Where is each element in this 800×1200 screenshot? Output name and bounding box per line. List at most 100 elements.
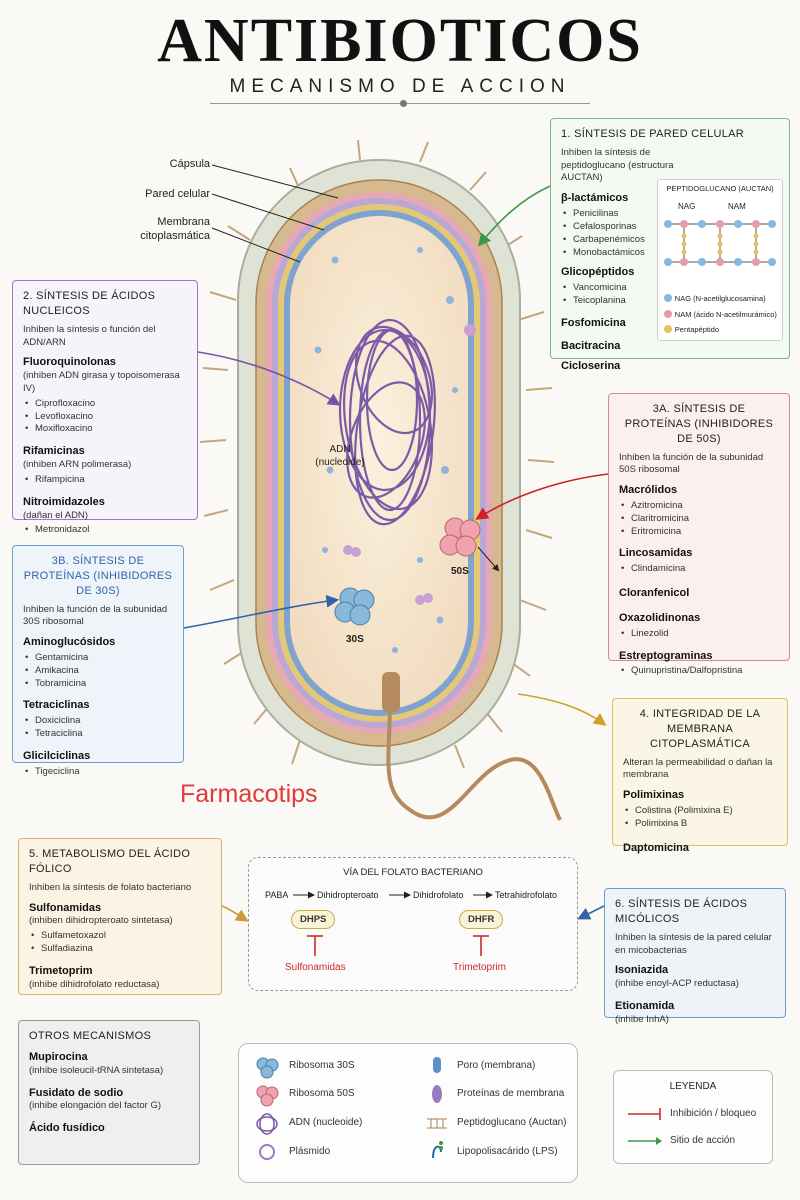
label-membrane-2: citoplasmática <box>140 230 210 242</box>
box7-group2-note: (inhibe elongación del factor G) <box>29 1100 162 1112</box>
folate-arrows <box>293 891 493 956</box>
box5-group1: Sulfonamidas <box>29 901 102 914</box>
ribosome-30s <box>334 587 375 626</box>
plasmids <box>343 324 476 605</box>
arrow-30s <box>183 594 340 629</box>
arrow-nucleic <box>197 351 341 406</box>
box-membrane-integrity: 4. INTEGRIDAD DE LA MEMBRANA CITOPLASMÁT… <box>612 698 788 854</box>
box3b-desc: Inhiben la función de la subunidad 30S r… <box>23 603 168 628</box>
list-item: Claritromicina <box>621 513 779 526</box>
box7-group2: Fusidato de sodio <box>29 1086 124 1099</box>
box3a-title: 3A. SÍNTESIS DE PROTEÍNAS (INHIBIDORES D… <box>624 403 774 445</box>
label-cell-wall: Pared celular <box>145 188 210 200</box>
box4-title: 4. INTEGRIDAD DE LA MEMBRANA CITOPLASMÁT… <box>639 708 761 750</box>
box3a-group5: Estreptograminas <box>619 649 713 662</box>
lps-icon <box>432 1141 443 1159</box>
box3a-group3: Cloranfenicol <box>619 587 690 600</box>
arrow-50s <box>475 473 609 520</box>
box6-title: 6. SÍNTESIS DE ÁCIDOS MICÓLICOS <box>615 898 748 925</box>
cytoplasm <box>290 216 468 710</box>
list-item: Metronidazol <box>25 524 187 537</box>
box3a-group4-list: Linezolid <box>619 628 779 641</box>
inset-title: PEPTIDOGLUCANO (AUCTAN) <box>666 184 774 193</box>
box2-title: 2. SÍNTESIS DE ÁCIDOS NUCLEICOS <box>23 290 156 317</box>
list-item: Tigeciclina <box>25 766 173 779</box>
box4-group1: Polimixinas <box>623 789 685 802</box>
list-item: Carbapenémicos <box>563 234 779 247</box>
arrow-folate-left <box>221 905 249 922</box>
dna-nucleoid <box>338 318 436 526</box>
arrow-50s-label <box>477 546 500 572</box>
list-item: Azitromicina <box>621 500 779 513</box>
box1-group3: Fosfomicina <box>561 316 626 329</box>
box7-title: OTROS MECANISMOS <box>29 1030 152 1042</box>
ribosome-50s-icon <box>256 1085 279 1107</box>
folate-step-4: Tetrahidrofolato <box>495 890 558 900</box>
nag-swatch <box>664 294 672 303</box>
box5-title: 5. METABOLISMO DEL ÁCIDO FÓLICO <box>29 848 191 875</box>
legend-dna: ADN (nucleoide) <box>289 1117 363 1128</box>
box1-group5: Cicloserina <box>561 359 621 372</box>
box1-group2-list: Vancomicina Teicoplanina <box>561 282 779 308</box>
box3a-group2-list: Clindamicina <box>619 563 779 576</box>
list-item: Moxifloxacino <box>25 423 187 436</box>
box6-group2-note: (inhibe InhA) <box>615 1013 669 1025</box>
legend-ribosome-50s: Ribosoma 50S <box>289 1088 355 1099</box>
list-item: Monobactámicos <box>563 247 779 260</box>
box1-group1: β-lactámicos <box>561 192 629 205</box>
box-other-mechanisms: OTROS MECANISMOS Mupirocina (inhibe isol… <box>18 1020 200 1165</box>
peptidoglycan-lattice <box>664 220 776 266</box>
list-item: Colistina (Polimixina E) <box>625 805 777 818</box>
inset-legend-nam-text: NAM (ácido N-acetilmurámico) <box>674 310 777 319</box>
box-cell-wall: 1. SÍNTESIS DE PARED CELULAR Inhiben la … <box>550 118 790 372</box>
box5-desc: Inhiben la síntesis de folato bacteriano <box>29 881 192 893</box>
box5-group1-list: Sulfametoxazol Sulfadiazina <box>29 930 211 956</box>
inset-legend-nag-text: NAG (N-acetilglucosamina) <box>674 294 766 303</box>
box-protein-50s: 3A. SÍNTESIS DE PROTEÍNAS (INHIBIDORES D… <box>608 393 790 678</box>
box2-group1: Fluoroquinolonas <box>23 356 116 369</box>
folate-pathway: VÍA DEL FOLATO BACTERIANO PABA Dihidropt… <box>248 857 578 991</box>
list-item: Teicoplanina <box>563 295 779 308</box>
peptidoglycan-inset: PEPTIDOGLUCANO (AUCTAN) NAG NAM <box>657 179 783 341</box>
legend-pore: Poro (membrana) <box>457 1060 536 1071</box>
box-folic-acid: 5. METABOLISMO DEL ÁCIDO FÓLICO Inhiben … <box>18 838 222 995</box>
legend-icons <box>256 1057 447 1160</box>
box6-group2: Etionamida <box>615 999 675 1012</box>
list-item: Linezolid <box>621 628 779 641</box>
ribosome-50s <box>439 517 481 557</box>
arrow-membrane <box>517 693 607 726</box>
box2-group2-note: (inhiben ARN polimerasa) <box>23 459 132 471</box>
list-item: Ciprofloxacino <box>25 398 187 411</box>
box3b-group1-list: Gentamicina Amikacina Tobramicina <box>23 652 173 690</box>
pentapeptide-swatch <box>664 325 672 334</box>
list-item: Eritromicina <box>621 526 779 539</box>
key-icons <box>628 1108 662 1145</box>
box2-group3: Nitroimidazoles <box>23 495 105 508</box>
list-item: Amikacina <box>25 665 173 678</box>
box-nucleic-acids: 2. SÍNTESIS DE ÁCIDOS NUCLEICOS Inhiben … <box>12 280 198 537</box>
action-site-icon <box>628 1137 662 1145</box>
title-divider-dot <box>400 100 407 107</box>
box3b-group3: Glicilciclinas <box>23 749 91 762</box>
dna-icon <box>256 1113 278 1135</box>
list-item: Gentamicina <box>25 652 173 665</box>
box2-group3-list: Metronidazol <box>23 524 187 537</box>
list-item: Sulfametoxazol <box>31 930 211 943</box>
inset-legend-nag: NAG (N-acetilglucosamina) <box>664 292 766 306</box>
label-30s: 30S <box>346 634 364 645</box>
list-item: Cefalosporinas <box>563 221 779 234</box>
box1-group2: Glicopéptidos <box>561 266 635 279</box>
inset-legend-pep: Pentapéptido <box>664 323 719 337</box>
box3a-group1: Macrólidos <box>619 484 678 497</box>
cytoplasm-granules <box>314 247 458 653</box>
list-item: Polimixina B <box>625 818 777 831</box>
label-membrane-1: Membrana <box>157 216 210 228</box>
box1-group1-list: Penicilinas Cefalosporinas Carbapenémico… <box>561 208 779 259</box>
folate-step-1: PABA <box>265 890 289 900</box>
arrow-key-legend: LEYENDA Inhibición / bloqueo Sitio de ac… <box>613 1070 773 1164</box>
list-item: Doxiciclina <box>25 715 173 728</box>
box-mycolic-acids: 6. SÍNTESIS DE ÁCIDOS MICÓLICOS Inhiben … <box>604 888 786 1025</box>
box4-group2: Daptomicina <box>623 841 690 854</box>
page-subtitle: MECANISMO DE ACCION <box>229 76 571 97</box>
